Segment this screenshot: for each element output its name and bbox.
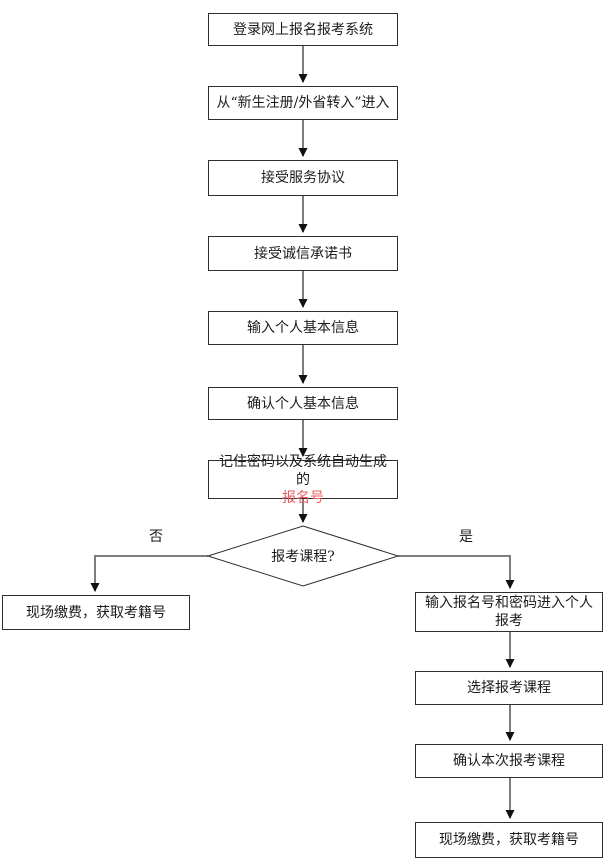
flow-node-left-pay: 现场缴费，获取考籍号 xyxy=(2,595,190,630)
flow-node-right-select-label: 选择报考课程 xyxy=(467,680,551,696)
flow-node-remember-password-line2: 报名号 xyxy=(282,489,324,506)
flow-node-confirm-info: 确认个人基本信息 xyxy=(208,387,398,420)
flow-node-right-login: 输入报名号和密码进入个人报考 xyxy=(415,592,603,632)
connector-decision-yes xyxy=(398,555,515,589)
flow-node-right-confirm: 确认本次报考课程 xyxy=(415,744,603,778)
flow-node-service-agreement: 接受服务协议 xyxy=(208,160,398,196)
decision-diamond xyxy=(206,525,400,587)
flow-node-confirm-info-label: 确认个人基本信息 xyxy=(247,395,359,412)
flow-node-right-pay: 现场缴费，获取考籍号 xyxy=(415,822,603,858)
flow-node-service-agreement-label: 接受服务协议 xyxy=(261,170,345,186)
flow-node-right-select: 选择报考课程 xyxy=(415,671,603,705)
flow-node-integrity-pledge: 接受诚信承诺书 xyxy=(208,236,398,271)
flow-node-login-label: 登录网上报名报考系统 xyxy=(233,21,373,38)
flow-node-enter-info: 输入个人基本信息 xyxy=(208,311,398,345)
flow-node-integrity-pledge-label: 接受诚信承诺书 xyxy=(254,245,352,262)
decision-label: 报考课程? xyxy=(271,549,335,565)
flow-node-left-pay-label: 现场缴费，获取考籍号 xyxy=(26,604,166,621)
flow-node-enter-info-label: 输入个人基本信息 xyxy=(247,320,359,336)
flow-node-entry: 从“新生注册/外省转入”进入 xyxy=(208,86,398,120)
connector-decision-no xyxy=(90,555,208,592)
flow-node-right-pay-label: 现场缴费，获取考籍号 xyxy=(439,832,579,848)
branch-label-yes: 是 xyxy=(459,529,473,545)
branch-label-no: 否 xyxy=(149,529,163,545)
flow-node-login: 登录网上报名报考系统 xyxy=(208,13,398,46)
decision-label-wrap: 报考课程? xyxy=(233,542,373,570)
flow-node-right-login-label: 输入报名号和密码进入个人报考 xyxy=(425,595,593,629)
flow-node-right-confirm-label: 确认本次报考课程 xyxy=(453,753,565,769)
flow-node-remember-password: 记住密码以及系统自动生成的 报名号 xyxy=(208,454,398,506)
flow-node-remember-password-line1: 记住密码以及系统自动生成的 xyxy=(219,453,387,488)
flow-node-entry-label: 从“新生注册/外省转入”进入 xyxy=(216,95,390,111)
